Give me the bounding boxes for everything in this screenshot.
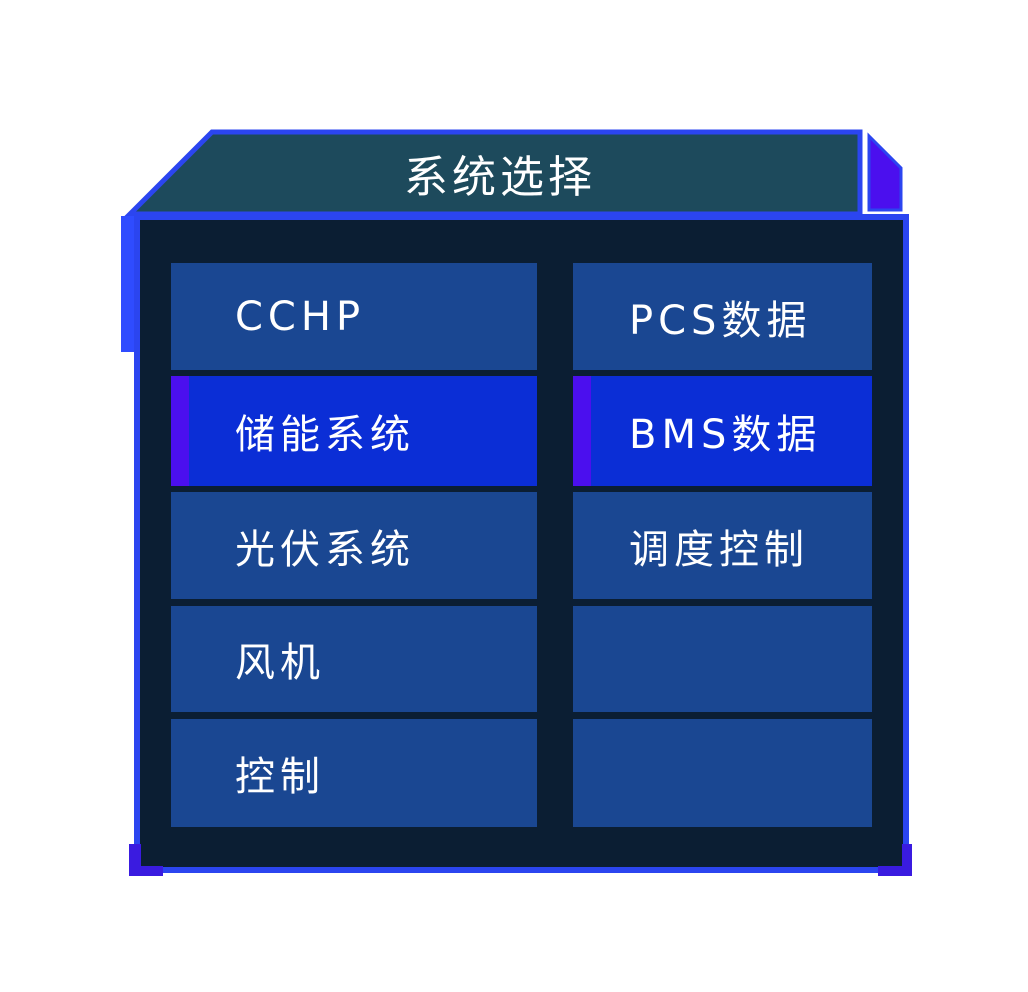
menu-item-dispatch-control[interactable]: 调度控制 xyxy=(573,492,872,599)
menu-item-label: 风机 xyxy=(235,640,325,686)
menu-item-empty-slot[interactable] xyxy=(573,719,872,827)
top-right-accent-tab xyxy=(867,132,903,212)
menu-item-label: PCS数据 xyxy=(629,297,812,344)
menu-item-cchp[interactable]: CCHP xyxy=(171,263,537,370)
menu-item-control[interactable]: 控制 xyxy=(171,719,537,827)
menu-item-energy-storage[interactable]: 储能系统 xyxy=(171,376,537,486)
menu-item-label: 调度控制 xyxy=(629,526,809,573)
menu-item-label: BMS数据 xyxy=(629,412,822,458)
menu-item-bms-data[interactable]: BMS数据 xyxy=(573,376,872,486)
menu-item-photovoltaic[interactable]: 光伏系统 xyxy=(171,492,537,599)
menu-item-label: 控制 xyxy=(235,754,325,800)
menu-item-empty-slot[interactable] xyxy=(573,606,872,712)
menu-item-label: 储能系统 xyxy=(235,412,415,458)
panel-title: 系统选择 xyxy=(404,152,596,203)
menu-item-label: 光伏系统 xyxy=(235,526,415,573)
active-marker xyxy=(171,376,189,486)
menu-item-label: CCHP xyxy=(235,293,366,340)
active-marker xyxy=(573,376,591,486)
menu-item-pcs-data[interactable]: PCS数据 xyxy=(573,263,872,370)
menu-item-wind-turbine[interactable]: 风机 xyxy=(171,606,537,712)
